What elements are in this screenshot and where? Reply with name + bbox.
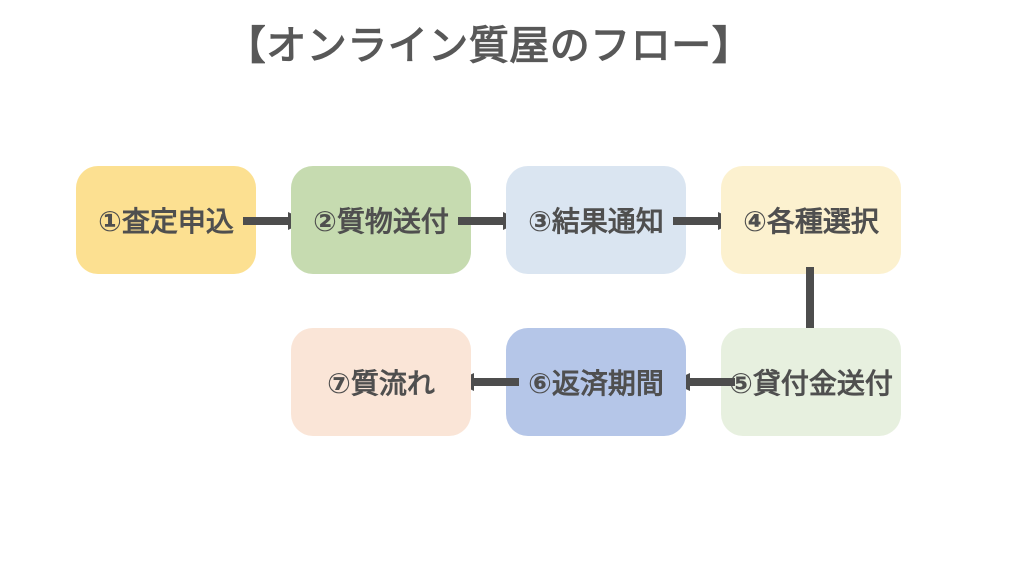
arrow-shaft [689,378,735,386]
flow-step-2-label: ②質物送付 [313,206,449,237]
arrow-shaft [243,217,289,225]
flow-step-6-label: ⑥返済期間 [528,368,664,399]
arrow-shaft [806,267,814,331]
flow-step-7-box: ⑦質流れ [291,328,471,436]
flow-step-4-label: ④各種選択 [743,206,879,237]
flow-step-3-label: ③結果通知 [528,206,664,237]
flow-step-5-box: ⑤貸付金送付 [721,328,901,436]
flow-step-6-box: ⑥返済期間 [506,328,686,436]
flow-step-3-box: ③結果通知 [506,166,686,274]
flow-step-1-label: ①査定申込 [98,206,234,237]
flow-step-2-box: ②質物送付 [291,166,471,274]
flow-step-7-label: ⑦質流れ [327,368,435,399]
arrow-shaft [673,217,719,225]
page-title: 【オンライン質屋のフロー】 [225,24,753,68]
flow-step-5-label: ⑤貸付金送付 [729,368,893,399]
flow-step-1-box: ①査定申込 [76,166,256,274]
arrow-shaft [473,378,519,386]
flow-step-4-box: ④各種選択 [721,166,901,274]
arrow-shaft [458,217,504,225]
